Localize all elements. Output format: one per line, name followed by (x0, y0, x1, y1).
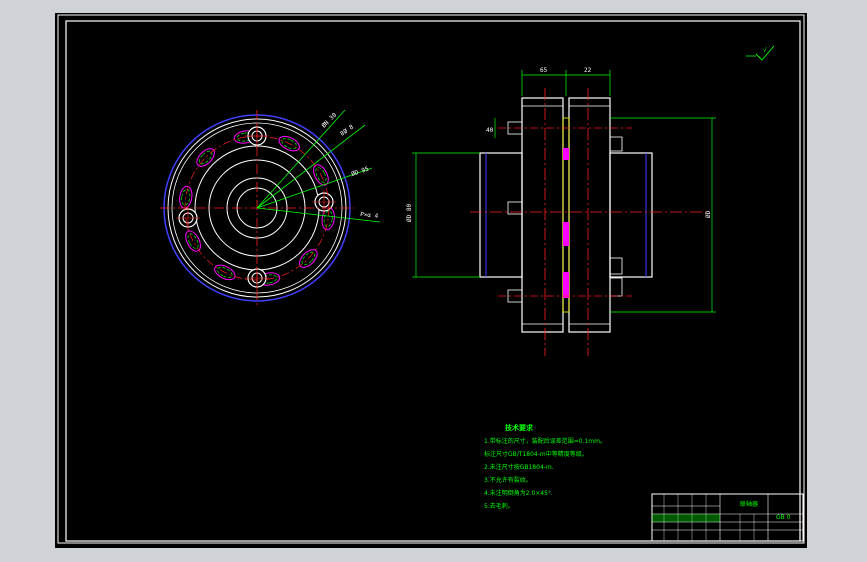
tech-line-4: 3.不允许有裂纹。 (484, 476, 532, 484)
tech-line-2: 标注尺寸GB/T1804-m中等精度等级。 (484, 450, 588, 458)
dim-top-right: 22 (584, 67, 592, 74)
bolt-head-2 (507, 201, 523, 215)
roughness-value: √ (763, 47, 767, 54)
roughness-check-icon (755, 45, 775, 61)
elastic-pocket (185, 230, 201, 252)
technical-requirements: 技术要求 1.带标注的尺寸，装配后误差范围=0.1mm。 标注尺寸GB/T180… (484, 423, 606, 510)
front-view: ØN 30 8Ø 8 ØD 95 P×α 4 (160, 109, 381, 306)
nut-1 (609, 136, 623, 152)
dim-small: 40 (486, 127, 494, 134)
elastic-pad-1 (563, 148, 569, 160)
elastic-element (562, 117, 570, 313)
pocket-inner (281, 138, 297, 150)
pocket-inner (181, 188, 191, 206)
tb-fill-1 (652, 514, 720, 522)
pocket-inner (260, 274, 278, 284)
leader-4 (256, 207, 381, 223)
elastic-pocket (214, 264, 236, 281)
dim-right: ØD (705, 210, 712, 218)
sheet-outer-border (57, 14, 805, 544)
title-block-frame (651, 493, 804, 542)
dim-label-4: P×α 4 (360, 211, 379, 220)
dim-left: ØD 80 (406, 204, 413, 222)
model-space-background (55, 13, 807, 548)
elastic-pocket (313, 164, 329, 186)
elastic-pocket (196, 148, 216, 167)
elastic-pad-2 (563, 222, 569, 246)
title-block: 联轴器 GB 0 (651, 493, 804, 542)
roughness-symbol: √ (746, 45, 775, 61)
tech-line-1: 1.带标注的尺寸，装配后误差范围=0.1mm。 (484, 437, 606, 445)
side-view: 65 22 40 ØD 80 ØD (406, 67, 716, 356)
pocket-inner (315, 167, 327, 183)
pocket-inner (217, 266, 233, 278)
elastic-pocket (278, 135, 300, 152)
pocket-inner (323, 210, 333, 228)
dim-top-left: 65 (540, 67, 548, 74)
left-hub (479, 152, 523, 278)
nut-2 (609, 257, 623, 275)
tb-drawing-no: GB 0 (776, 514, 791, 521)
tb-part-name: 联轴器 (740, 500, 758, 508)
sheet-inner-border (65, 20, 801, 542)
pocket-inner (301, 251, 315, 266)
tech-title: 技术要求 (505, 423, 534, 432)
pocket-inner (236, 132, 254, 142)
leader-2 (256, 124, 366, 209)
elastic-pad-3 (563, 272, 569, 298)
leader-3 (256, 167, 373, 209)
tech-line-5: 4.未注明倒角为2.0×45°. (484, 489, 553, 497)
tech-line-6: 5.去毛刺。 (484, 502, 514, 510)
right-hub (609, 152, 653, 278)
tech-line-3: 2.未注尺寸按GB1804-m. (484, 463, 554, 471)
leader-1 (256, 109, 346, 209)
elastic-pocket (298, 249, 318, 268)
pocket-inner (199, 150, 213, 165)
